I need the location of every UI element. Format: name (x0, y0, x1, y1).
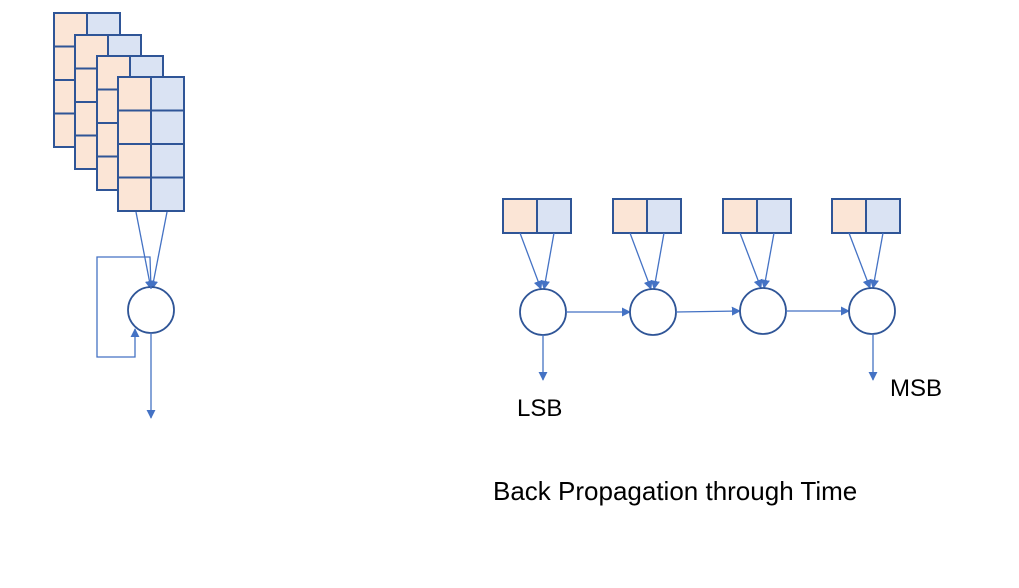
input-arrow (540, 232, 555, 290)
input-cell (612, 198, 648, 234)
time-step-node (739, 287, 787, 335)
recurrent-loop-arrow (96, 256, 152, 358)
time-step-node (629, 288, 677, 336)
recurrent-network-folded (53, 12, 185, 419)
input-cell (865, 198, 901, 234)
input-arrow (739, 232, 763, 289)
input-cell (756, 198, 792, 234)
msb-label: MSB (890, 375, 943, 402)
time-arrow (675, 306, 741, 316)
matrix-cell (150, 109, 185, 145)
caption-title: Back Propagation through Time (493, 476, 858, 506)
input-cell (502, 198, 538, 234)
matrix-cell (150, 176, 185, 212)
matrix-cell (117, 109, 152, 145)
matrix-cell (117, 143, 152, 179)
input-matrix (117, 76, 185, 212)
input-arrow (848, 232, 872, 289)
input-cell (646, 198, 682, 234)
matrix-cell (117, 76, 152, 112)
input-arrow (650, 232, 665, 290)
matrix-cell (150, 143, 185, 179)
time-step-node (519, 288, 567, 336)
recurrent-network-unrolled (502, 198, 901, 381)
matrix-cell (117, 176, 152, 212)
lsb-label: LSB (517, 395, 563, 422)
input-cell (831, 198, 867, 234)
input-arrow (149, 211, 168, 290)
input-cell (536, 198, 572, 234)
input-arrow (869, 232, 884, 289)
matrix-cell (150, 76, 185, 112)
input-arrow (629, 232, 653, 290)
input-arrow (519, 232, 543, 290)
input-cell (722, 198, 758, 234)
hidden-node (127, 286, 175, 334)
input-arrow (760, 232, 775, 289)
time-step-node (848, 287, 896, 335)
input-arrow (135, 211, 154, 290)
